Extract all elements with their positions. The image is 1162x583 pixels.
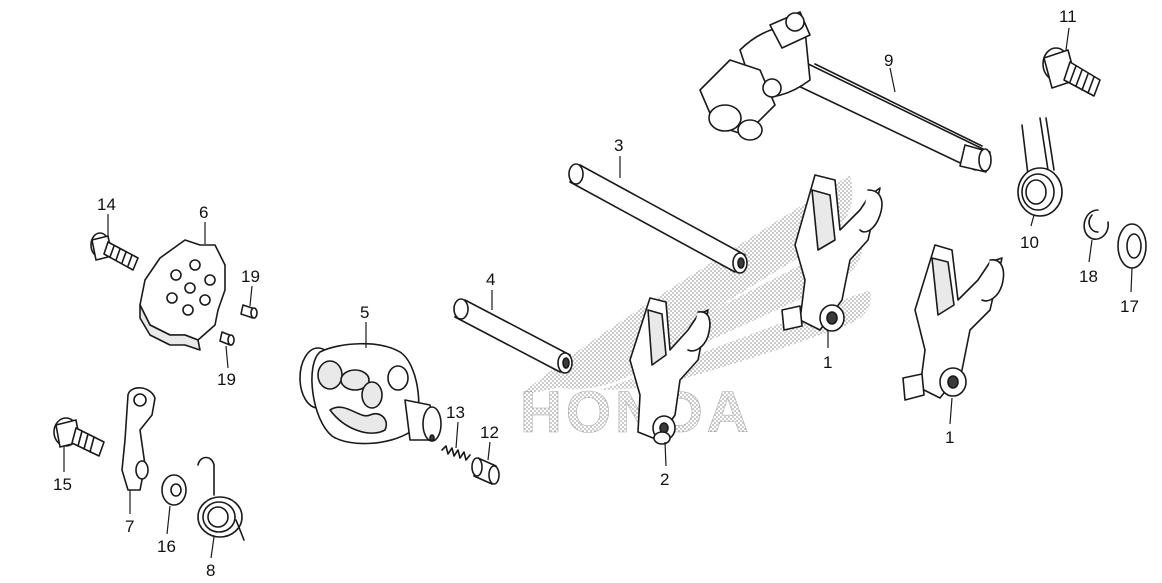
fork-shaft-long [568, 163, 748, 274]
callout-9: 9 [884, 51, 893, 70]
leader-13 [455, 421, 459, 449]
shift-drum [299, 342, 442, 445]
callout-15: 15 [53, 475, 72, 494]
callout-14: 14 [97, 195, 116, 214]
leader-16 [166, 505, 171, 535]
callout-7: 7 [125, 517, 134, 536]
washer-small [161, 474, 187, 506]
callout-4: 4 [486, 270, 495, 289]
callout-11: 11 [1059, 7, 1077, 26]
return-spring [1017, 117, 1063, 217]
dowel-pins [219, 304, 258, 346]
leader-17 [1130, 267, 1133, 293]
shift-fork-left [629, 297, 711, 445]
callout-16: 16 [157, 537, 176, 556]
callouts: 9 11 10 18 17 3 4 1 1 2 5 13 12 6 14 19 … [53, 7, 1139, 580]
leader-12 [487, 441, 491, 461]
leader-18 [1088, 239, 1093, 263]
callout-10: 10 [1020, 233, 1039, 252]
bolt-top [1042, 47, 1101, 97]
callout-1-center: 1 [823, 353, 832, 372]
leader-11 [1065, 27, 1070, 51]
callout-3: 3 [614, 136, 623, 155]
callout-2: 2 [660, 470, 669, 489]
callout-19-upper: 19 [241, 267, 260, 286]
callout-13: 13 [446, 403, 465, 422]
bolt-plate [90, 232, 139, 271]
callout-18: 18 [1079, 267, 1098, 286]
gearshift-spindle [699, 11, 992, 173]
shift-fork-right [902, 244, 1005, 401]
bolt-arm [53, 417, 105, 457]
leader-1-right [949, 397, 953, 425]
stopper-arm [121, 387, 156, 491]
callout-17: 17 [1120, 297, 1139, 316]
callout-5: 5 [360, 303, 369, 322]
leader-9 [889, 67, 896, 93]
leader-8 [210, 536, 215, 559]
leader-2 [664, 441, 667, 467]
leader-19-lower [225, 345, 229, 369]
watermark-text: HONDA [520, 380, 753, 445]
shift-fork-center [781, 174, 883, 332]
fork-shaft-short [453, 298, 573, 374]
callout-6: 6 [199, 203, 208, 222]
leader-19-upper [249, 285, 253, 307]
spring-small [197, 456, 245, 541]
drum-center-plate [139, 239, 226, 351]
callout-19-lower: 19 [217, 370, 236, 389]
callout-12: 12 [480, 423, 499, 442]
callout-8: 8 [206, 561, 215, 580]
circlip [1083, 209, 1109, 240]
pin [471, 457, 500, 485]
spring-tiny [441, 445, 471, 461]
callout-1-right: 1 [945, 428, 954, 447]
washer-right [1117, 223, 1147, 269]
leader-10 [1030, 214, 1035, 227]
leader-lines [63, 27, 1133, 559]
